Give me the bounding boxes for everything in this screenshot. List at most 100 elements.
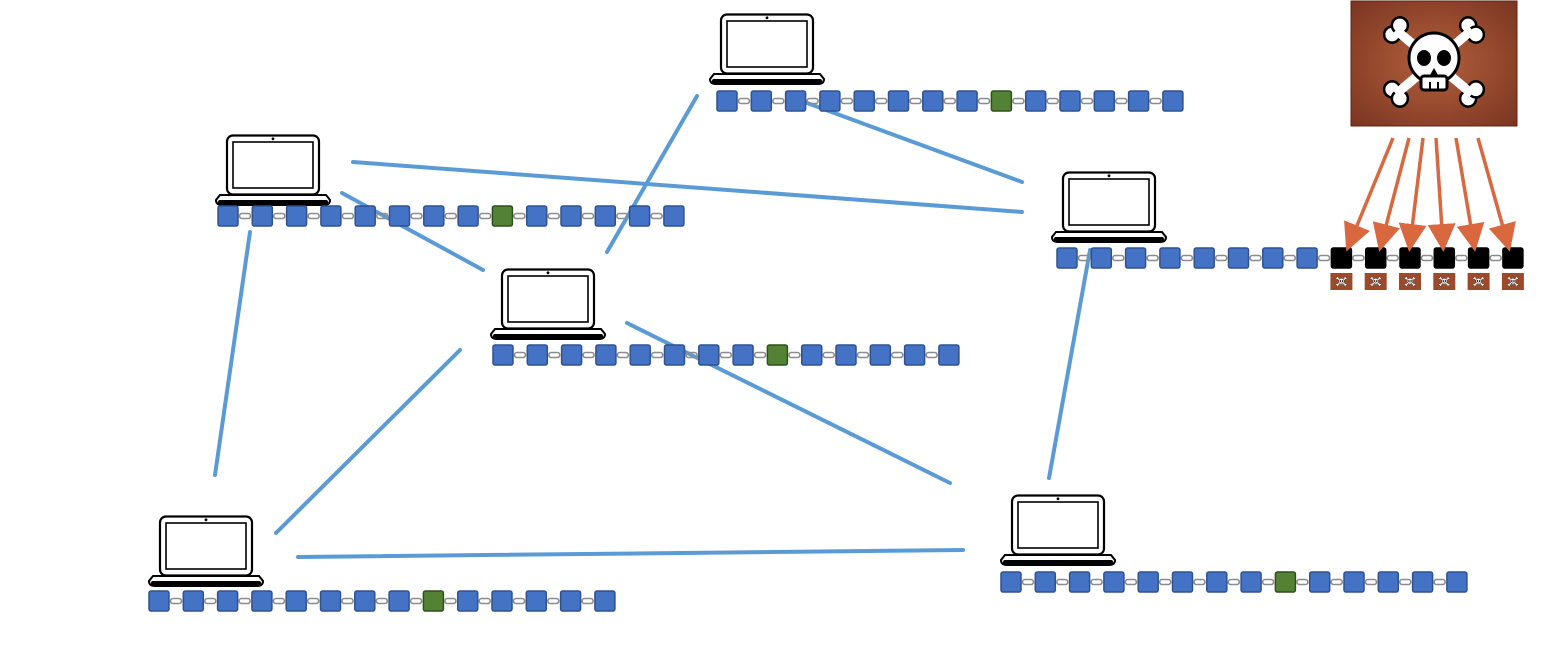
block <box>1000 571 1022 593</box>
skull-crossbones-icon <box>1472 276 1485 287</box>
block <box>354 205 376 227</box>
block <box>732 344 754 366</box>
skull-crossbones-icon <box>1404 276 1416 287</box>
block <box>1124 247 1147 269</box>
chain-link-icon <box>650 212 663 220</box>
chain-link-icon <box>909 97 922 105</box>
chain-link-icon <box>375 597 389 605</box>
chain-link-icon <box>375 212 389 220</box>
block <box>629 344 651 366</box>
block <box>1296 247 1318 269</box>
block <box>285 205 308 227</box>
chain-link-icon <box>1046 97 1059 105</box>
chain-link-icon <box>977 97 991 105</box>
attack-arrow <box>1344 137 1395 252</box>
chain-link-icon <box>546 597 560 605</box>
block <box>1159 247 1181 269</box>
chain-link-icon <box>1090 578 1103 586</box>
block <box>1127 90 1150 112</box>
block <box>750 90 773 112</box>
chain-link-icon <box>410 212 423 220</box>
attack-arrow <box>1454 137 1485 252</box>
chain-link-icon <box>444 212 458 220</box>
chain-link-icon <box>1021 578 1035 586</box>
highlighted-block <box>491 205 514 227</box>
chain-link-icon <box>1364 578 1378 586</box>
block <box>559 590 582 612</box>
block <box>663 205 685 227</box>
highlighted-block <box>422 590 445 612</box>
chain-link-icon <box>1261 578 1275 586</box>
chain-link-icon <box>513 351 527 359</box>
chain-link-icon <box>788 351 801 359</box>
block <box>525 590 548 612</box>
block <box>216 590 239 612</box>
chain-link-icon <box>307 212 320 220</box>
chain-link-icon <box>1352 254 1365 262</box>
chain-link-icon <box>1180 254 1194 262</box>
laptop-icon <box>214 134 332 206</box>
block <box>525 205 548 227</box>
block <box>1103 571 1125 593</box>
chain-link-icon <box>547 351 561 359</box>
block <box>1093 90 1116 112</box>
network-connections <box>213 94 1092 559</box>
highlighted-block <box>766 344 789 366</box>
chain-link-icon <box>478 212 492 220</box>
laptop-icon <box>489 268 607 340</box>
skull-crossbones-icon <box>1370 276 1382 287</box>
block <box>456 590 479 612</box>
connection-line <box>351 160 1024 214</box>
block <box>1068 571 1091 593</box>
block <box>938 344 960 366</box>
block <box>1193 247 1215 269</box>
attack-arrows <box>1344 137 1516 252</box>
chain-link-icon <box>685 351 698 359</box>
chain-link-icon <box>1330 578 1343 586</box>
chain-link-icon <box>1399 578 1412 586</box>
laptop-icon <box>708 13 826 85</box>
highlighted-block <box>990 90 1013 112</box>
connection-line <box>340 191 485 272</box>
chain-link-icon <box>581 212 595 220</box>
block <box>388 205 411 227</box>
chain-link-icon <box>1317 254 1331 262</box>
chain-link-icon <box>1214 254 1228 262</box>
chain-link-icon <box>615 212 629 220</box>
block <box>560 344 583 366</box>
malicious-block <box>1330 247 1353 269</box>
chain-link-icon <box>1149 97 1162 105</box>
chain-link-icon <box>238 597 251 605</box>
chain-link-icon <box>874 97 888 105</box>
skull-crossbones-shape <box>1382 16 1486 108</box>
block <box>1024 90 1047 112</box>
block <box>320 205 342 227</box>
malicious-block <box>1467 247 1490 269</box>
chain-link-icon <box>1012 97 1025 105</box>
chain-link-icon <box>650 351 664 359</box>
chain-link-icon <box>1283 254 1297 262</box>
block <box>148 590 170 612</box>
block <box>1206 571 1228 593</box>
blockchain-lower-right <box>1000 571 1468 593</box>
chain-link-icon <box>1124 578 1138 586</box>
laptop-icon <box>1050 171 1168 243</box>
connection-line <box>605 94 699 254</box>
block <box>903 344 926 366</box>
highlighted-block <box>1274 571 1297 593</box>
chain-link-icon <box>1080 97 1094 105</box>
chain-link-icon <box>341 212 355 220</box>
block <box>595 344 617 366</box>
malicious-block <box>1364 247 1387 269</box>
block <box>922 90 944 112</box>
chain-link-icon <box>1489 254 1502 262</box>
chain-link-icon <box>341 597 354 605</box>
block <box>1446 571 1468 593</box>
laptop-icon <box>147 515 265 587</box>
chain-link-icon <box>1115 97 1128 105</box>
chain-link-icon <box>306 597 320 605</box>
skull-crossbones-icon <box>1335 276 1348 287</box>
blockchain-lower-left <box>148 590 616 612</box>
chain-link-icon <box>1249 254 1262 262</box>
